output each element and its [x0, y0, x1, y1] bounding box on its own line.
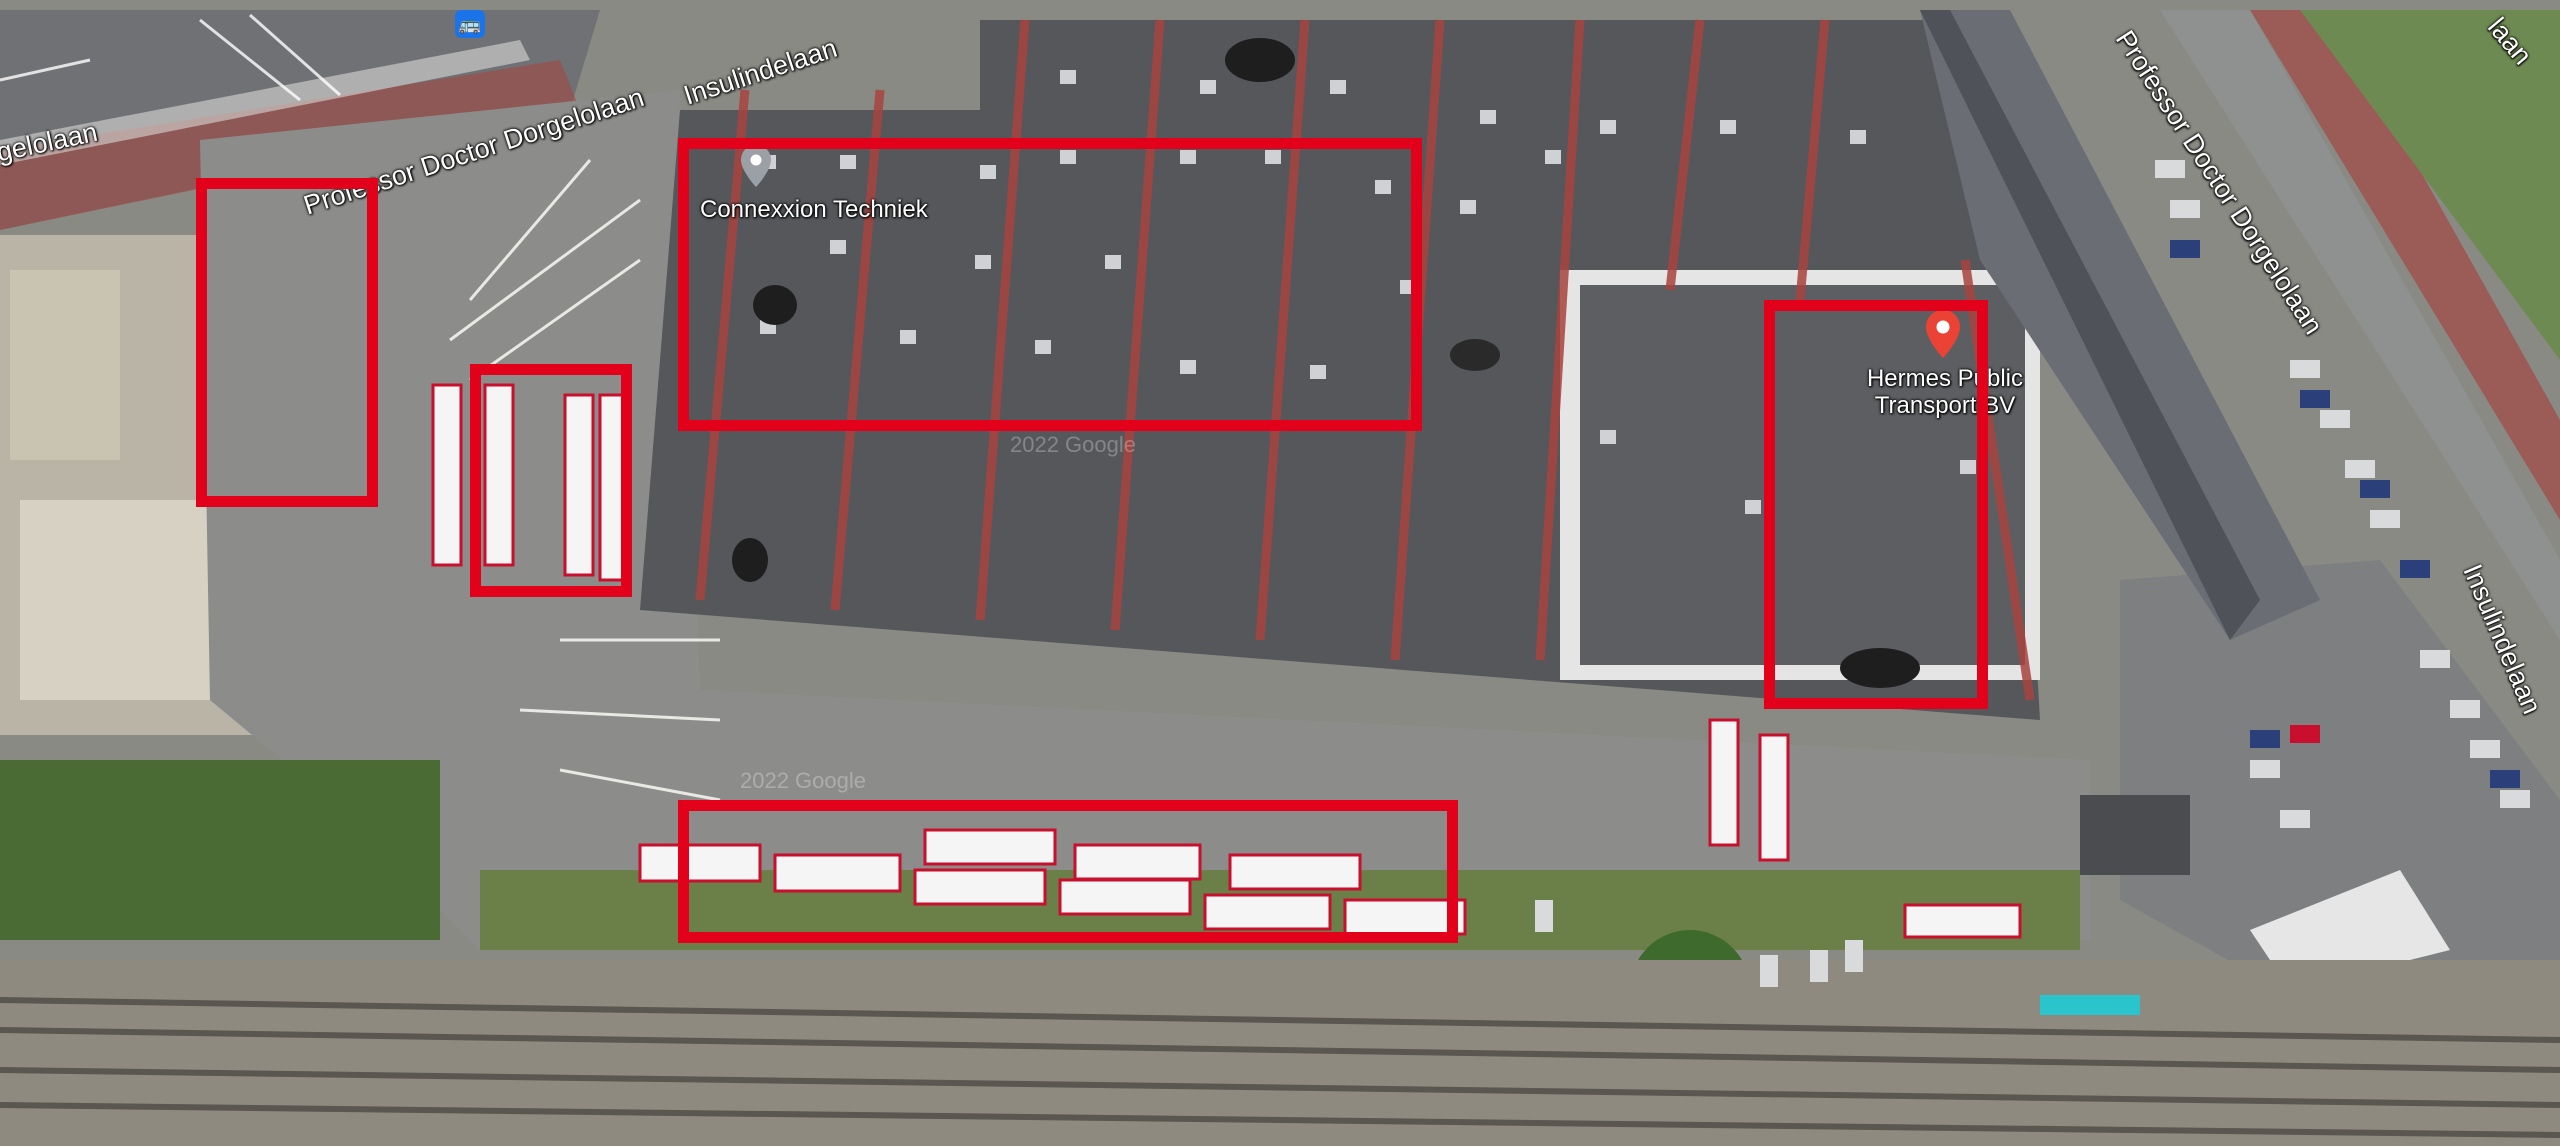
- place-label-connexxion[interactable]: Connexxion Techniek: [700, 196, 1000, 223]
- highlight-box-hermes-building: [1764, 300, 1988, 709]
- bus-stop-icon[interactable]: 🚌: [455, 10, 485, 38]
- highlight-box-connexxion-roof: [678, 138, 1422, 431]
- place-label-hermes[interactable]: Hermes Public Transport BV: [1845, 365, 2045, 419]
- map-watermark: 2022 Google: [740, 768, 866, 793]
- highlight-box-parked-buses: [470, 364, 632, 597]
- highlight-box-bus-row: [678, 800, 1458, 943]
- place-name: Connexxion Techniek: [700, 196, 928, 223]
- map-watermark: 2022 Google: [1010, 432, 1136, 457]
- place-name-line1: Hermes Public: [1866, 365, 2024, 392]
- place-name-line2: Transport BV: [1874, 392, 2016, 419]
- highlight-box-left-road: [196, 178, 378, 507]
